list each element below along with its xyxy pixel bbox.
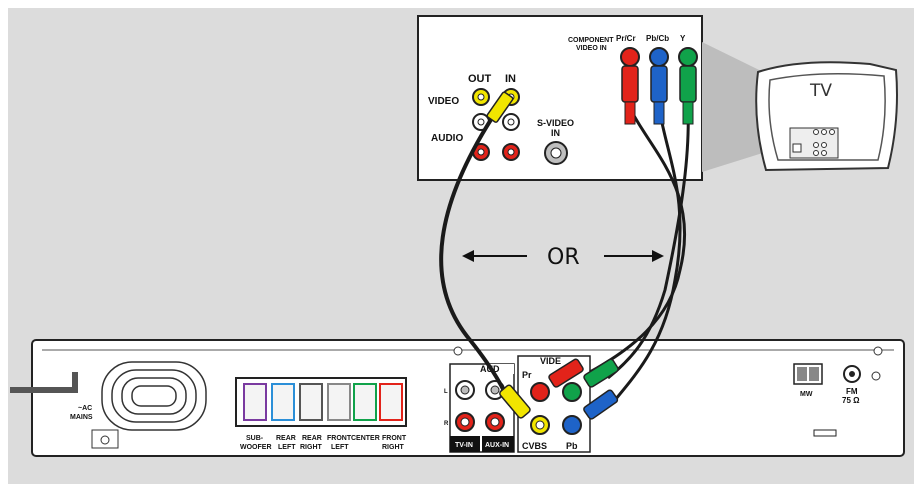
component-y-jack [678, 47, 698, 67]
fm-antenna-jack: FM 75 Ω [842, 365, 861, 405]
tv-pr-plug [621, 65, 639, 103]
ac-mains-label-1: ~AC [78, 405, 92, 412]
component-pb-cable [613, 107, 682, 401]
component-pr-cable [589, 107, 687, 374]
or-indicator: OR [462, 245, 664, 270]
component-label-2: VIDEO IN [576, 45, 607, 52]
rear-right-terminal [299, 383, 323, 421]
y-label: Y [680, 34, 686, 43]
composite-video-cable [439, 116, 510, 401]
front-right-label-2: RIGHT [382, 444, 405, 451]
video-block-label: VIDE [540, 356, 561, 366]
audio-label: AUDIO [431, 133, 463, 144]
aux-in-label: AUX-IN [485, 442, 509, 449]
pr-output-jack [530, 382, 550, 402]
tv-composite-plug [486, 91, 514, 123]
svideo-label-2: IN [551, 128, 560, 138]
video-label: VIDEO [428, 96, 459, 107]
component-pb-jack [649, 47, 669, 67]
left-arrow-head [462, 250, 474, 262]
component-y-cable [607, 107, 690, 380]
front-right-label-1: FRONT [382, 435, 407, 442]
speaker-terminals [235, 377, 407, 427]
front-left-terminal [327, 383, 351, 421]
tv-set: TV [755, 61, 898, 172]
pb-cb-label: Pb/Cb [646, 34, 669, 43]
receiver-pr-plug [548, 358, 584, 388]
pb-output-label: Pb [566, 441, 578, 451]
pb-output-jack [562, 415, 582, 435]
component-label-1: COMPONENT [568, 37, 614, 44]
tv-pb-plug [650, 65, 668, 103]
tv-label: TV [809, 81, 832, 101]
ac-mains-label-2: MAINS [70, 414, 93, 421]
audio-r-label: R [444, 421, 449, 427]
sub-label-1: SUB- [246, 435, 264, 442]
fan-grille [101, 361, 207, 431]
front-left-label-2: LEFT [331, 444, 349, 451]
receiver-rear-panel: ~AC MAINS SUB- WOOFER REAR LEFT REAR RIG… [10, 339, 905, 457]
subwoofer-terminal [243, 383, 267, 421]
audio-input-block: AUD L R TV-IN AUX-IN [444, 363, 515, 453]
pr-cr-label: Pr/Cr [616, 34, 636, 43]
mw-label: MW [800, 391, 813, 398]
fm-label-1: FM [846, 387, 858, 396]
rear-left-terminal [271, 383, 295, 421]
pr-output-label: Pr [522, 370, 532, 380]
right-arrow-head [652, 250, 664, 262]
in-label: IN [505, 73, 516, 85]
fm-label-2: 75 Ω [842, 396, 860, 405]
center-label: CENTER [351, 435, 380, 442]
receiver-y-plug [583, 358, 619, 388]
front-right-terminal [379, 383, 403, 421]
rear-left-label-1: REAR [276, 435, 296, 442]
tv-in-label: TV-IN [455, 442, 473, 449]
rear-right-label-1: REAR [302, 435, 322, 442]
out-label: OUT [468, 73, 492, 85]
y-output-jack [562, 382, 582, 402]
sub-label-2: WOOFER [240, 444, 272, 451]
cables [439, 65, 697, 420]
front-left-label-1: FRONT [327, 435, 352, 442]
component-pr-jack [620, 47, 640, 67]
audio-l-label: L [444, 389, 448, 395]
rear-right-label-2: RIGHT [300, 444, 323, 451]
tv-y-plug [679, 65, 697, 103]
ac-power-cord [10, 372, 78, 393]
svideo-label-1: S-VIDEO [537, 118, 574, 128]
or-label: OR [547, 245, 580, 270]
mw-antenna-terminal: MW [793, 363, 823, 398]
receiver-pb-plug [583, 389, 619, 420]
rear-left-label-2: LEFT [278, 444, 296, 451]
center-terminal [353, 383, 377, 421]
receiver-composite-plug [499, 384, 531, 419]
cvbs-label: CVBS [522, 441, 547, 451]
